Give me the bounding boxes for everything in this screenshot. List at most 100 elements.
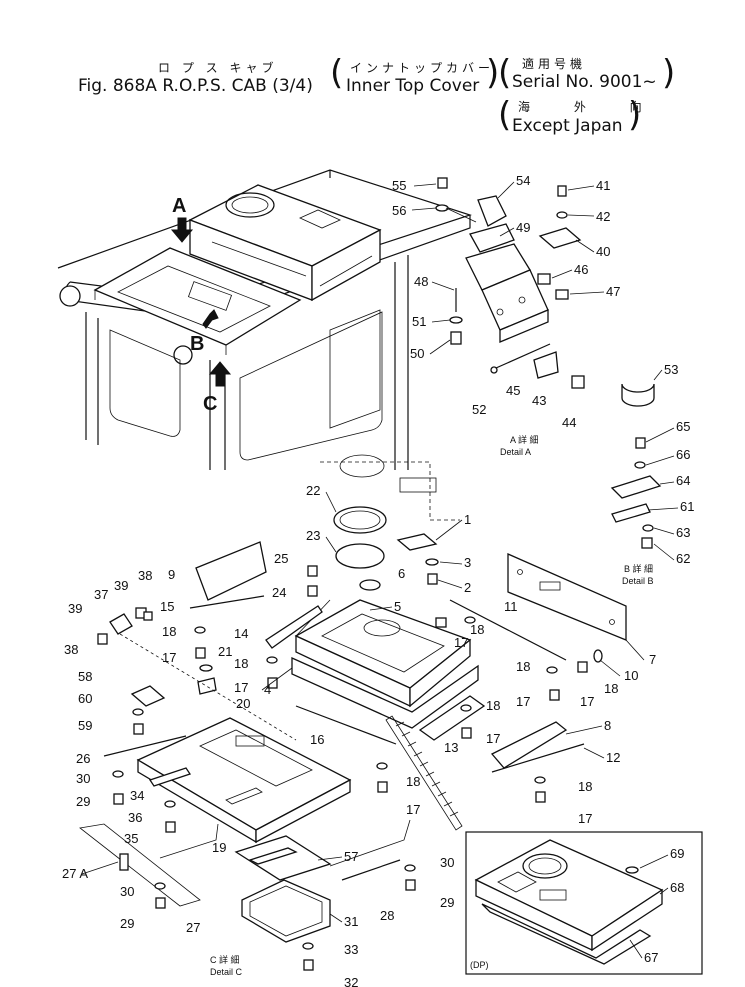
part-65-bolt: [635, 437, 646, 449]
callout-50: 50: [410, 346, 424, 361]
callout-31: 31: [344, 914, 358, 929]
callout-42: 42: [596, 209, 610, 224]
callout-33: 33: [344, 942, 358, 957]
callout-47: 47: [606, 284, 620, 299]
callout-17d: 17: [516, 694, 530, 709]
callout-18g: 18: [406, 774, 420, 789]
callout-22: 22: [306, 483, 320, 498]
part-51-washer: [449, 316, 463, 324]
part-34-plate: [148, 767, 192, 787]
part-61-bracket: [611, 503, 651, 523]
callout-13: 13: [444, 740, 458, 755]
paren-open: (: [330, 53, 344, 93]
callout-16: 16: [310, 732, 324, 747]
callout-55: 55: [392, 178, 406, 193]
part-9-bracket: [195, 541, 267, 601]
except-japan: Except Japan: [512, 116, 623, 136]
callout-28: 28: [380, 908, 394, 923]
part-46-nut: [537, 273, 551, 285]
callout-8: 8: [604, 718, 611, 733]
callout-37: 37: [94, 587, 108, 602]
part-67-frame: [481, 903, 652, 965]
callout-20: 20: [236, 696, 250, 711]
detail-c-parts: [79, 685, 416, 971]
part-31-gasket: [241, 879, 331, 943]
paren-close: ): [486, 53, 500, 93]
callout-38a: 38: [138, 568, 152, 583]
part-8-bracket: [490, 721, 568, 769]
callout-40: 40: [596, 244, 610, 259]
callout-29a: 29: [76, 794, 90, 809]
callout-17f: 17: [486, 731, 500, 746]
part-23-lens: [335, 543, 385, 569]
callout-17h: 17: [578, 811, 592, 826]
subtitle-jp: インナトップカバー: [350, 61, 495, 75]
serial-number: Serial No. 9001~: [512, 72, 657, 92]
callout-35: 35: [124, 831, 138, 846]
figure-title: Fig. 868A R.O.P.S. CAB (3/4): [78, 76, 313, 96]
part-50-bolt: [450, 331, 462, 345]
callout-49: 49: [516, 220, 530, 235]
callout-46: 46: [574, 262, 588, 277]
dp-label: (DP): [470, 960, 489, 970]
callout-27b: 27: [186, 920, 200, 935]
part-66-washer: [634, 461, 646, 469]
callout-54: 54: [516, 173, 530, 188]
callout-62: 62: [676, 551, 690, 566]
callout-38b: 38: [64, 642, 78, 657]
part-14-rod: [265, 605, 323, 649]
part-44-bolt: [571, 375, 585, 389]
part-20-clip: [197, 677, 217, 695]
part-2-bolt: [427, 573, 438, 585]
callout-7: 7: [649, 652, 656, 667]
callout-60: 60: [78, 691, 92, 706]
callout-9: 9: [168, 567, 175, 582]
part-1-pad: [396, 533, 438, 551]
callout-61: 61: [680, 499, 694, 514]
part-47-bolt: [555, 289, 569, 300]
callout-43: 43: [532, 393, 546, 408]
part-53-ring: [621, 383, 655, 407]
callout-18f: 18: [486, 698, 500, 713]
callout-25: 25: [274, 551, 288, 566]
part-7-panel: [507, 553, 627, 641]
callout-11: 11: [504, 599, 518, 614]
part-37-block: [109, 613, 133, 635]
callout-29b: 29: [120, 916, 134, 931]
paren-close-3: ): [628, 95, 642, 135]
dp-inset: [465, 831, 703, 975]
callout-27a: 27 A: [62, 866, 88, 881]
callout-30b: 30: [120, 884, 134, 899]
leader-lines: [81, 181, 679, 959]
part-58-bracket: [130, 685, 166, 707]
callout-labels: 55 56 54 41 42 40 49 48 46 47 51 50 45 4…: [62, 173, 694, 987]
callout-18a: 18: [162, 624, 176, 639]
callout-10: 10: [624, 668, 638, 683]
part-41-bolt: [557, 185, 567, 197]
callout-57: 57: [344, 849, 358, 864]
callout-18c: 18: [234, 656, 248, 671]
part-26-rail: [103, 735, 187, 757]
callout-3: 3: [464, 555, 471, 570]
callout-6: 6: [398, 566, 405, 581]
view-letter-c: C: [203, 393, 217, 415]
inner-cover-assembly: [97, 454, 627, 831]
callout-17g: 17: [406, 802, 420, 817]
part-3-washer: [425, 558, 439, 566]
callout-45: 45: [506, 383, 520, 398]
part-69-washer: [625, 866, 639, 874]
part-49-bracket: [469, 223, 515, 253]
callout-17e: 17: [580, 694, 594, 709]
callout-30c: 30: [440, 855, 454, 870]
cab-overview: [57, 169, 472, 470]
callout-18b: 18: [470, 622, 484, 637]
detail-c-jp: C 詳 細: [210, 954, 240, 965]
part-54-hook: [477, 195, 507, 227]
callout-53: 53: [664, 362, 678, 377]
callout-1: 1: [464, 512, 471, 527]
detail-c-label: Detail C: [210, 967, 243, 977]
callout-26: 26: [76, 751, 90, 766]
except-jp: 海 外 向: [518, 100, 662, 114]
part-52-clip: [490, 366, 498, 374]
part-16-rod: [295, 705, 397, 745]
